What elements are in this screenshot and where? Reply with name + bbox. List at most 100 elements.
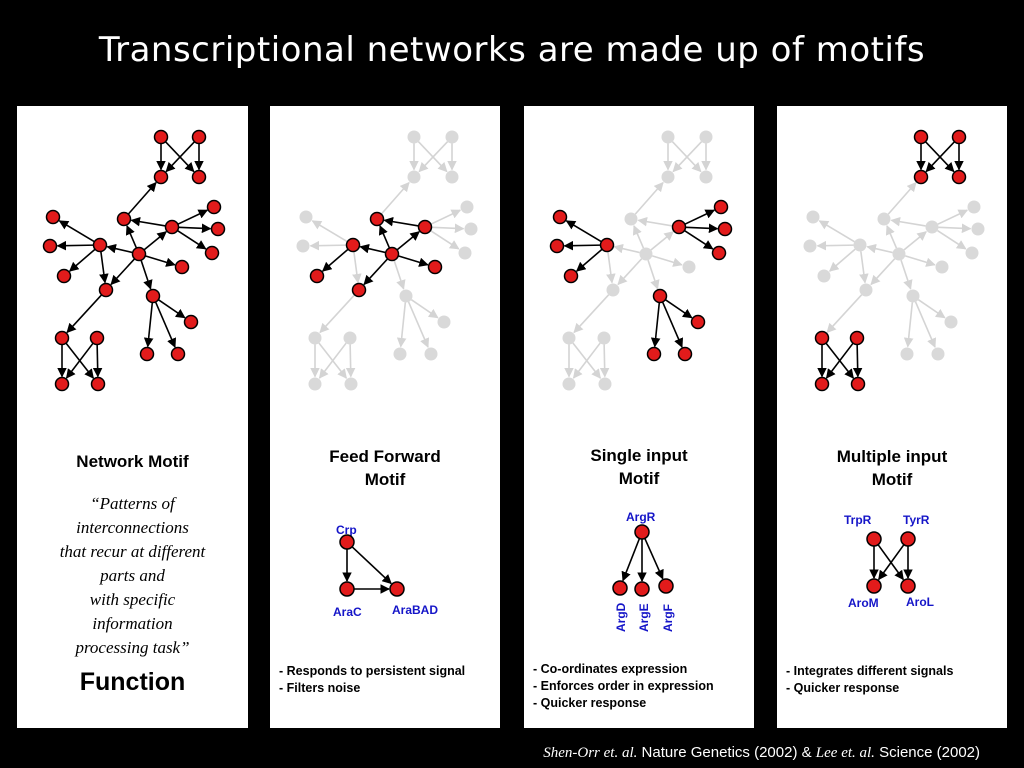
regulation-edge xyxy=(319,294,356,334)
regulation-edge xyxy=(606,251,616,284)
regulation-edge xyxy=(58,220,95,243)
gene-node xyxy=(445,130,459,144)
regulation-edge xyxy=(154,301,177,348)
gene-node xyxy=(54,330,70,346)
gene-label-trpr: TrpR xyxy=(844,513,872,527)
gene-node xyxy=(98,282,114,298)
regulation-edge xyxy=(866,243,893,254)
heading-line: Feed Forward xyxy=(329,447,441,466)
gene-node xyxy=(308,331,322,345)
gene-node xyxy=(652,288,668,304)
quote-line: parts and xyxy=(100,566,165,585)
panel-single-input: Single input Motif ArgR ArgD ArgE ArgF -… xyxy=(524,106,754,728)
gene-node xyxy=(965,246,979,260)
network-diagram-dor xyxy=(803,129,985,392)
panel-heading: Feed Forward Motif xyxy=(270,445,500,491)
property-item: - Integrates different signals xyxy=(786,664,954,678)
panel-heading: Single input Motif xyxy=(524,444,754,490)
gene-node xyxy=(562,377,576,391)
regulation-edge xyxy=(870,258,896,286)
property-item: - Quicker response xyxy=(786,681,900,695)
gene-node xyxy=(850,376,866,392)
panel-heading: Network Motif xyxy=(76,452,189,471)
regulation-edge xyxy=(599,344,610,378)
regulation-edge xyxy=(352,251,362,284)
gene-node xyxy=(131,246,147,262)
regulation-edge xyxy=(925,141,956,173)
gene-node xyxy=(389,581,405,597)
motif-definition-quote: “Patterns of interconnections that recur… xyxy=(17,492,248,660)
gene-node xyxy=(677,346,693,362)
gene-node xyxy=(299,210,313,224)
regulation-edge xyxy=(378,225,391,249)
gene-node xyxy=(153,129,169,145)
regulation-edge xyxy=(684,209,716,225)
regulation-edge xyxy=(178,223,212,234)
regulation-edge xyxy=(885,225,898,249)
regulation-edge xyxy=(431,223,465,234)
gene-node xyxy=(145,288,161,304)
regulation-edge xyxy=(634,181,664,215)
regulation-edge xyxy=(407,301,430,348)
regulation-edge xyxy=(575,248,603,272)
gene-node xyxy=(424,347,438,361)
gene-node xyxy=(164,219,180,235)
gene-node xyxy=(191,129,207,145)
network-diagram-full xyxy=(42,129,226,392)
regulation-edge xyxy=(859,251,869,284)
gene-node xyxy=(624,212,638,226)
regulation-edge xyxy=(430,209,462,225)
gene-label-arol: AroL xyxy=(906,595,934,609)
gene-node xyxy=(971,222,985,236)
panel-network-motif: Network Motif “Patterns of interconnecti… xyxy=(17,106,248,728)
gene-node xyxy=(351,282,367,298)
network-diagram-ffl xyxy=(296,130,478,391)
gene-node xyxy=(407,170,421,184)
heading-line: Motif xyxy=(871,470,913,489)
gene-node xyxy=(407,130,421,144)
gene-node xyxy=(849,330,865,346)
gene-node xyxy=(690,314,706,330)
citation-author: Lee et. al. xyxy=(815,745,875,761)
regulation-edge xyxy=(903,302,914,348)
gene-node xyxy=(344,377,358,391)
gene-node xyxy=(913,169,929,185)
mim-example-diagram: TrpR TyrR AroM AroL xyxy=(844,513,934,610)
gene-node xyxy=(417,219,433,235)
gene-node xyxy=(460,200,474,214)
gene-label-arom: AroM xyxy=(848,596,879,610)
gene-node xyxy=(458,246,472,260)
gene-node xyxy=(174,259,190,275)
regulation-edge xyxy=(613,243,640,254)
gene-node xyxy=(153,169,169,185)
property-item: - Responds to persistent signal xyxy=(279,664,466,678)
gene-node xyxy=(900,531,916,547)
regulation-edge xyxy=(937,209,969,225)
regulation-edge xyxy=(565,220,602,243)
gene-label-argr: ArgR xyxy=(626,510,656,524)
regulation-edge xyxy=(650,302,661,348)
gene-node xyxy=(658,578,674,594)
citation-author: Shen-Orr et. al. xyxy=(543,745,638,761)
gene-node xyxy=(139,346,155,362)
regulation-edge xyxy=(937,229,967,250)
function-label: Function xyxy=(79,668,186,696)
gene-node xyxy=(634,524,650,540)
property-item: - Quicker response xyxy=(533,696,647,710)
regulation-edge xyxy=(397,255,429,267)
regulation-edge xyxy=(621,538,641,582)
gene-node xyxy=(562,331,576,345)
regulation-edge xyxy=(661,301,684,348)
gene-node xyxy=(563,268,579,284)
gene-node xyxy=(817,269,831,283)
property-item: - Co-ordinates expression xyxy=(533,662,688,676)
ffl-example-diagram: Crp AraC AraBAD xyxy=(333,523,438,619)
regulation-edge xyxy=(685,223,719,234)
gene-node xyxy=(877,212,891,226)
motif-properties-list: - Integrates different signals - Quicker… xyxy=(786,663,953,697)
regulation-edge xyxy=(143,302,154,348)
regulation-edge xyxy=(359,243,386,254)
gene-node xyxy=(191,169,207,185)
gene-node xyxy=(339,581,355,597)
motif-properties-list: - Co-ordinates expression - Enforces ord… xyxy=(533,661,714,712)
